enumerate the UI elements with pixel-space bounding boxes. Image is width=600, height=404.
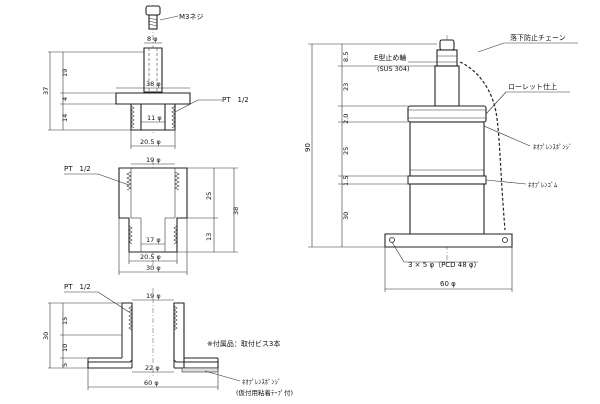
- assembly-screw-top: [436, 49, 458, 67]
- bottom-tape-label: (仮付用粘着ﾃｰﾌﾟ付): [236, 388, 293, 397]
- assembly-drawing: E型止め輪 (SUS 304) 落下防止チェーン ローレット仕上 ﾈｵﾌﾟﾚﾝｽ…: [304, 33, 578, 292]
- screw-head: [145, 5, 161, 16]
- assembly-sponge-label: ﾈｵﾌﾟﾚﾝｽﾎﾟﾝｼﾞ: [533, 143, 572, 151]
- bottom-pt-callout: PT 1/2: [64, 283, 91, 291]
- bottom-part-drawing: PT 1/2 19 φ 22 φ 60 φ 30 15 10 5 ※付属品：取付…: [42, 283, 293, 397]
- top-dim-37: 37: [42, 87, 50, 95]
- assembly-dim-2-0: 2.0: [342, 114, 350, 124]
- bottom-dim-22: 22 φ: [145, 364, 160, 372]
- bottom-dim-60: 60 φ: [144, 379, 159, 387]
- top-dim-4: 4: [61, 97, 69, 101]
- top-dim-20-5: 20.5 φ: [140, 138, 161, 146]
- assembly-dim-30: 30: [342, 212, 350, 220]
- mid-dim-17: 17 φ: [146, 236, 161, 244]
- top-dim-19: 19: [61, 69, 69, 77]
- bottom-dim-10: 10: [61, 344, 69, 352]
- middle-part-drawing: PT 1/2 19 φ 17 φ 20.5 φ 30 φ 25 13 38: [64, 156, 240, 275]
- assembly-eclip-label: E型止め輪: [374, 53, 406, 62]
- mid-dim-30: 30 φ: [146, 264, 161, 272]
- assembly-rubber-label: ﾈｵﾌﾟﾚﾝｺﾞﾑ: [528, 181, 558, 189]
- assembly-dim-holes: 3 × 5 φ（PCD 48 φ）: [408, 261, 481, 269]
- assembly-dim-60: 60 φ: [440, 280, 456, 288]
- assembly-dim-25: 25: [342, 147, 350, 155]
- top-dim-38: 38 φ: [146, 80, 161, 88]
- assembly-stem: [434, 65, 460, 107]
- top-stem: [143, 47, 163, 93]
- mid-dim-25: 25: [205, 192, 213, 200]
- top-flange: [115, 92, 191, 105]
- assembly-dim-90: 90: [304, 143, 312, 152]
- top-m3-callout: M3ネジ: [179, 13, 204, 21]
- mid-dim-20-5: 20.5 φ: [140, 253, 161, 261]
- assembly-knurl-label: ローレット仕上: [508, 82, 557, 91]
- mid-dim-38: 38: [232, 207, 240, 215]
- assembly-dim-23: 23: [342, 83, 350, 91]
- assembly-dim-8-5: 8.5: [342, 52, 350, 62]
- accessory-note: ※付属品：取付ビス3本: [207, 339, 280, 348]
- bottom-sponge-label: ﾈｵﾌﾟﾚﾝｽﾎﾟﾝｼﾞ: [242, 378, 281, 386]
- assembly-sus-label: (SUS 304): [377, 65, 410, 73]
- bottom-dim-19: 19 φ: [146, 292, 161, 300]
- assembly-chain-label: 落下防止チェーン: [510, 33, 566, 42]
- top-dim-11: 11 φ: [147, 114, 162, 122]
- assembly-knob: [439, 39, 455, 51]
- top-pt-callout: PT 1/2: [222, 96, 249, 104]
- mid-dim-13: 13: [205, 233, 213, 241]
- top-dim-14: 14: [61, 114, 69, 122]
- top-part-drawing: M3ネジ 8 φ 38 φ 11 φ 20.5 φ PT 1/2 37 19 4…: [42, 5, 249, 149]
- assembly-dim-1-5: 1.5: [342, 176, 350, 186]
- assembly-lower-body: [409, 183, 485, 235]
- mid-dim-19: 19 φ: [146, 156, 161, 164]
- top-dim-8: 8 φ: [147, 35, 158, 43]
- assembly-cap: [407, 105, 487, 123]
- mid-pt-callout: PT 1/2: [64, 165, 91, 173]
- assembly-gasket: [407, 175, 487, 185]
- assembly-upper-body: [409, 121, 485, 177]
- bottom-dim-15: 15: [61, 317, 69, 325]
- assembly-hole-right: [502, 237, 508, 243]
- top-bore: [140, 103, 166, 131]
- bottom-sponge: [181, 367, 219, 373]
- bottom-dim-30: 30: [42, 332, 50, 340]
- assembly-hole-left: [389, 237, 395, 243]
- bottom-dim-5: 5: [61, 363, 69, 367]
- assembly-chain: [459, 61, 506, 231]
- assembly-base-flange: [384, 233, 513, 248]
